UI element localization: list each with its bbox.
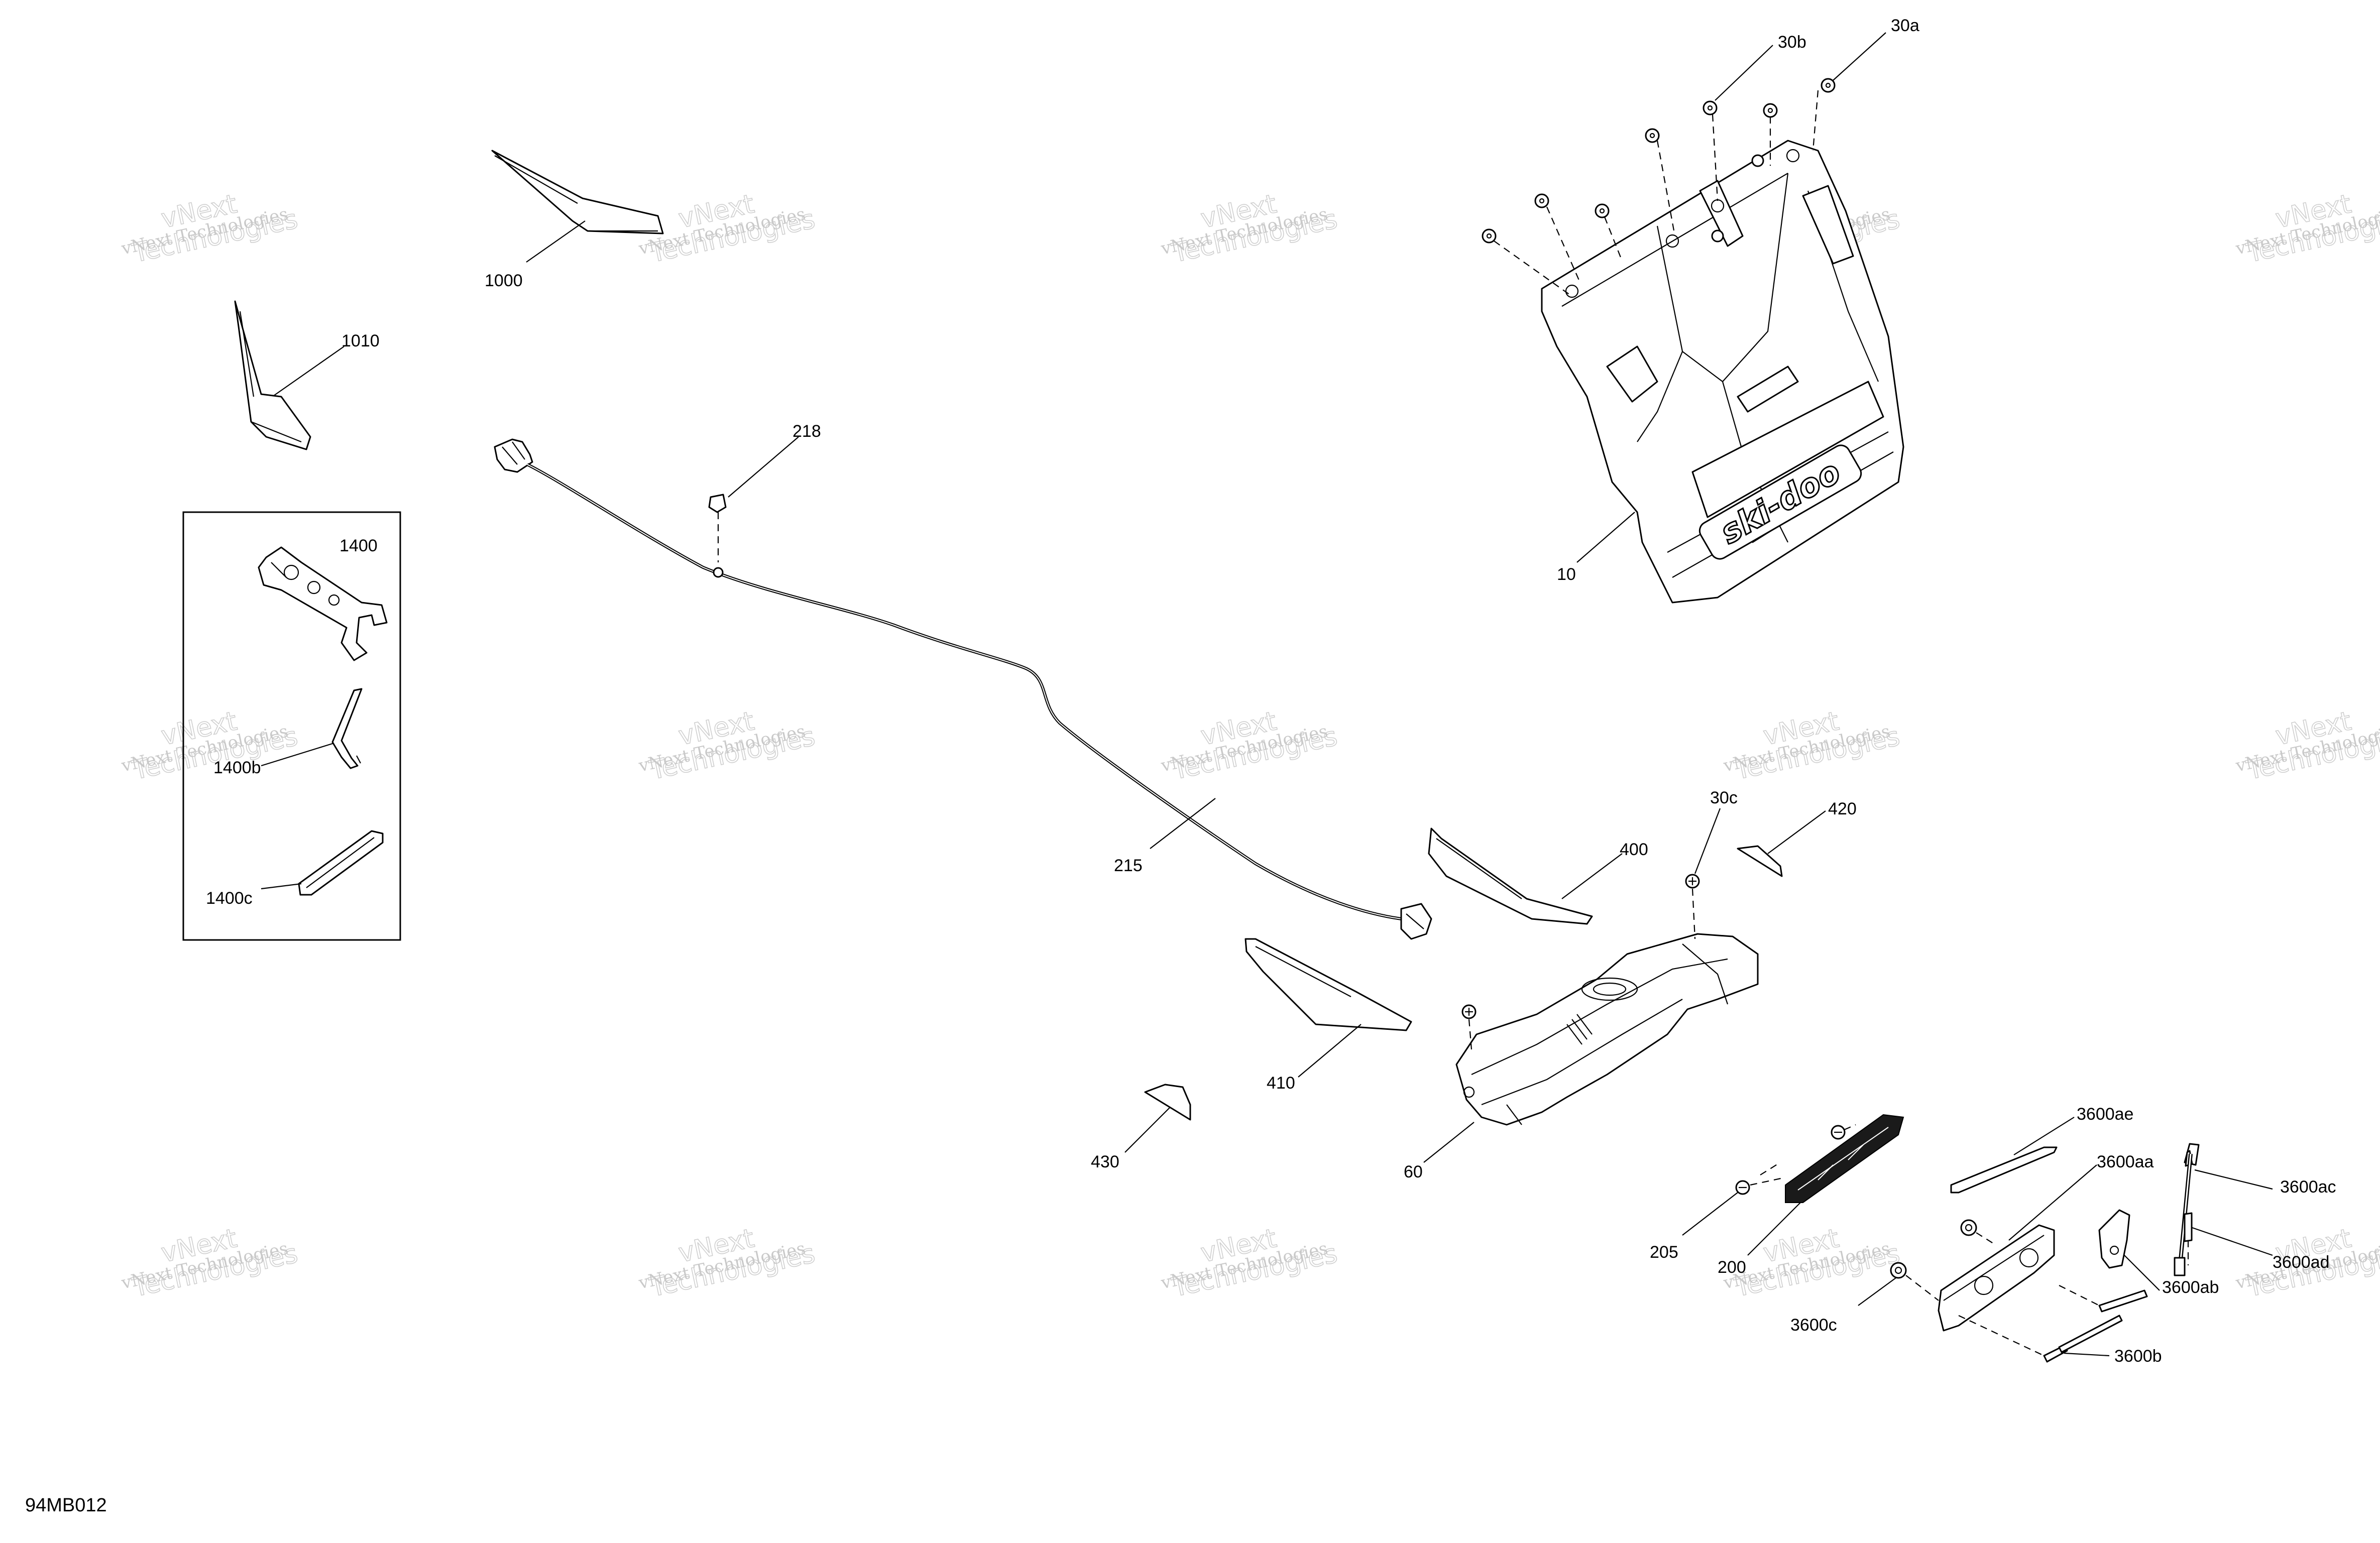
callout-410[interactable]: 410 xyxy=(1267,1074,1295,1093)
watermark: vNext Technologies vNext Technologies xyxy=(1159,1223,1340,1303)
part-1400c-strap[interactable] xyxy=(298,830,384,896)
part-430-decal[interactable] xyxy=(1144,1084,1191,1121)
watermark: vNext Technologies vNext Technologies xyxy=(2233,706,2380,786)
watermark: vNext Technologies vNext Technologies xyxy=(1159,189,1340,269)
part-3600c-nuts[interactable] xyxy=(1890,1219,1997,1301)
callout-430[interactable]: 430 xyxy=(1091,1152,1119,1171)
leader-30c xyxy=(1694,808,1721,874)
diagram-code: 94MB012 xyxy=(25,1495,107,1516)
watermark: vNext Technologies vNext Technologies xyxy=(119,1223,300,1303)
callout-30b[interactable]: 30b xyxy=(1778,33,1806,52)
callout-205[interactable]: 205 xyxy=(1650,1243,1678,1262)
leader-205 xyxy=(1682,1192,1738,1236)
leader-3600ab xyxy=(2124,1255,2160,1291)
part-60-taillight-housing[interactable] xyxy=(1455,933,1759,1126)
callout-1000[interactable]: 1000 xyxy=(485,271,523,290)
leader-430 xyxy=(1124,1107,1171,1153)
part-3600ad-pin[interactable] xyxy=(2184,1212,2193,1265)
leader-30a xyxy=(1833,32,1886,81)
leader-215 xyxy=(1150,798,1216,849)
callout-215[interactable]: 215 xyxy=(1114,856,1143,875)
callout-30a[interactable]: 30a xyxy=(1891,16,1919,35)
callout-3600ab[interactable]: 3600ab xyxy=(2162,1278,2219,1297)
watermark: vNext Technologies vNext Technologies xyxy=(1721,706,1902,786)
callout-3600c[interactable]: 3600c xyxy=(1790,1316,1837,1335)
leader-218 xyxy=(728,436,799,498)
leader-3600ac xyxy=(2194,1169,2273,1190)
part-1010-decal[interactable] xyxy=(234,300,311,450)
callout-400[interactable]: 400 xyxy=(1620,840,1648,859)
part-30c-screws[interactable] xyxy=(1461,874,1700,1050)
leader-400 xyxy=(1561,853,1623,899)
watermark: vNext Technologies vNext Technologies xyxy=(1159,706,1340,786)
callout-200[interactable]: 200 xyxy=(1718,1258,1746,1277)
part-3600b-bolts[interactable] xyxy=(1958,1285,2148,1363)
part-218-clip[interactable] xyxy=(708,494,727,578)
callout-3600ad[interactable]: 3600ad xyxy=(2273,1253,2329,1272)
part-200-light-lens[interactable] xyxy=(1785,1114,1904,1203)
part-3600aa-bracket[interactable] xyxy=(1938,1224,2055,1332)
callout-1400b[interactable]: 1400b xyxy=(213,758,261,777)
callout-420[interactable]: 420 xyxy=(1828,799,1857,818)
leader-1400c xyxy=(261,883,302,890)
callout-3600b[interactable]: 3600b xyxy=(2114,1347,2162,1366)
part-3600ab-hinge[interactable] xyxy=(2098,1209,2130,1269)
tool-kit-frame xyxy=(182,511,401,941)
callout-3600ae[interactable]: 3600ae xyxy=(2077,1105,2133,1124)
leader-1000 xyxy=(526,220,586,263)
watermark: vNext Technologies vNext Technologies xyxy=(636,1223,818,1303)
leader-30b xyxy=(1715,45,1773,101)
callout-1400[interactable]: 1400 xyxy=(339,536,378,555)
leader-1010 xyxy=(273,346,345,396)
callout-3600aa[interactable]: 3600aa xyxy=(2097,1152,2154,1171)
watermark-grid: vNext Technologies vNext Technologies vN… xyxy=(119,189,2380,1303)
leader-3600aa xyxy=(2008,1164,2097,1241)
watermark: vNext Technologies vNext Technologies xyxy=(2233,189,2380,269)
leader-1400b xyxy=(261,742,334,767)
callout-1400c[interactable]: 1400c xyxy=(206,889,253,908)
part-420-decal[interactable] xyxy=(1737,845,1783,877)
part-1400-wrench[interactable] xyxy=(258,546,388,661)
part-3600ac-rod[interactable] xyxy=(2174,1143,2200,1276)
part-400-decal[interactable] xyxy=(1428,827,1593,925)
part-3600ae-decal[interactable] xyxy=(1950,1146,2058,1194)
callout-218[interactable]: 218 xyxy=(792,422,821,441)
part-215-cable[interactable] xyxy=(494,438,1432,940)
leader-200 xyxy=(1747,1202,1801,1256)
leader-410 xyxy=(1298,1024,1362,1078)
callout-3600ac[interactable]: 3600ac xyxy=(2280,1177,2336,1197)
watermark: vNext Technologies vNext Technologies xyxy=(636,706,818,786)
part-30-rivets[interactable] xyxy=(1482,78,1836,297)
part-1400b-hex-key[interactable] xyxy=(331,688,363,769)
leader-3600b xyxy=(2064,1352,2110,1357)
callout-60[interactable]: 60 xyxy=(1404,1162,1423,1181)
leader-3600ae xyxy=(2013,1117,2075,1155)
leader-10 xyxy=(1576,512,1635,563)
part-1000-decal[interactable] xyxy=(491,150,664,234)
leader-60 xyxy=(1423,1122,1475,1163)
watermark: vNext Technologies vNext Technologies xyxy=(119,189,300,269)
callout-10[interactable]: 10 xyxy=(1557,565,1576,584)
part-410-decal[interactable] xyxy=(1244,938,1412,1031)
watermark: vNext Technologies vNext Technologies xyxy=(119,706,300,786)
part-205-screws[interactable] xyxy=(1735,1124,1856,1195)
callout-30c[interactable]: 30c xyxy=(1710,788,1738,807)
callout-1010[interactable]: 1010 xyxy=(342,331,380,350)
leader-3600ad xyxy=(2192,1227,2273,1256)
leader-420 xyxy=(1767,810,1826,854)
leader-3600c xyxy=(1858,1277,1896,1306)
